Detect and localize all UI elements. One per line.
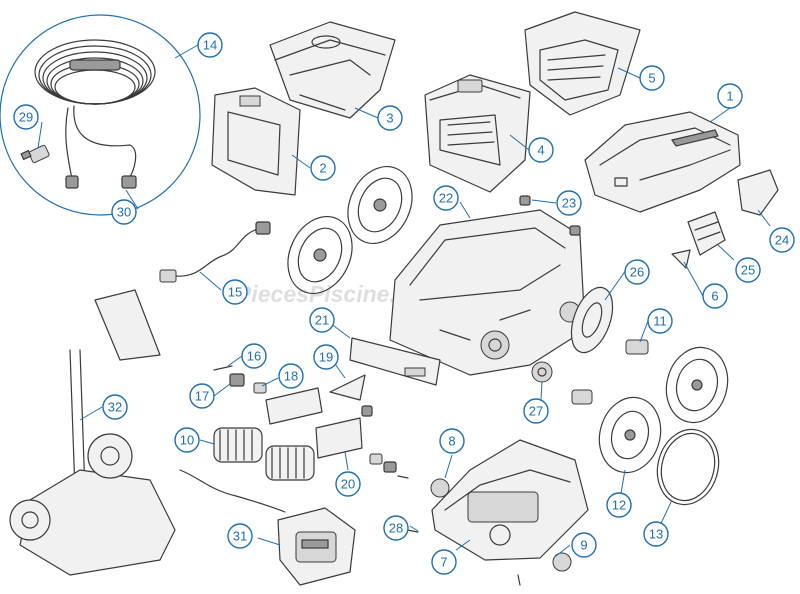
svg-text:8: 8: [448, 434, 455, 449]
svg-text:29: 29: [19, 110, 33, 125]
callout-25: 25: [735, 257, 761, 283]
svg-text:13: 13: [649, 527, 663, 542]
callout-32: 32: [102, 394, 128, 420]
filter-basket-illustration: [269, 21, 396, 119]
watermark-text: PiecesPiscine.fr: [236, 281, 413, 307]
callout-1: 1: [717, 83, 743, 109]
callout-15: 15: [222, 279, 248, 305]
latch-illustration: [519, 195, 581, 236]
callout-2: 2: [310, 155, 336, 181]
svg-text:31: 31: [233, 529, 247, 544]
callout-12: 12: [606, 492, 632, 518]
svg-text:18: 18: [284, 369, 298, 384]
callout-30: 30: [111, 199, 137, 225]
callout-28: 28: [383, 515, 409, 541]
wheel-a: [287, 215, 353, 295]
chassis-illustration: [389, 209, 586, 376]
svg-text:24: 24: [775, 233, 789, 248]
svg-text:15: 15: [228, 285, 242, 300]
callout-20: 20: [335, 471, 361, 497]
callout-5: 5: [639, 65, 665, 91]
svg-text:16: 16: [247, 349, 261, 364]
svg-text:20: 20: [341, 477, 355, 492]
svg-text:28: 28: [389, 521, 403, 536]
svg-text:19: 19: [319, 350, 333, 365]
callout-9: 9: [571, 532, 597, 558]
callouts: 1 2 3 4 5 6 7 8 9 10 11 12 13 14 15 16 1…: [13, 32, 795, 575]
svg-text:12: 12: [612, 498, 626, 513]
cable-inset: [0, 14, 201, 216]
brush-assembly-illustration: [213, 365, 409, 481]
control-box-illustration: [179, 469, 356, 586]
callout-17: 17: [189, 383, 215, 409]
svg-text:25: 25: [741, 263, 755, 278]
handle-illustration: [671, 169, 779, 269]
right-wheels-illustration: [571, 346, 729, 506]
callout-8: 8: [439, 428, 465, 454]
gear-pinion-illustration: [531, 361, 553, 383]
wheel-b: [347, 165, 413, 245]
svg-text:32: 32: [108, 400, 122, 415]
callout-4: 4: [528, 137, 554, 163]
callout-3: 3: [377, 105, 403, 131]
callout-22: 22: [433, 185, 459, 211]
svg-text:23: 23: [562, 196, 576, 211]
callout-11: 11: [647, 308, 673, 334]
caddy-trolley-illustration: [9, 289, 176, 576]
callout-26: 26: [624, 259, 650, 285]
front-bumper-illustration: [349, 337, 441, 386]
callout-19: 19: [313, 344, 339, 370]
svg-text:11: 11: [653, 314, 667, 329]
svg-text:17: 17: [195, 389, 209, 404]
svg-text:21: 21: [315, 313, 329, 328]
callout-16: 16: [241, 343, 267, 369]
filter-canister-illustration: [424, 74, 531, 193]
side-flange-illustration: [570, 286, 649, 355]
callout-18: 18: [278, 363, 304, 389]
callout-24: 24: [769, 227, 795, 253]
callout-6: 6: [702, 283, 728, 309]
callout-27: 27: [523, 398, 549, 424]
svg-text:6: 6: [711, 289, 718, 304]
svg-text:5: 5: [648, 71, 655, 86]
coiled-cable-illustration: [34, 39, 156, 189]
callout-10: 10: [174, 427, 200, 453]
svg-text:4: 4: [537, 143, 544, 158]
svg-text:26: 26: [630, 265, 644, 280]
svg-text:10: 10: [180, 433, 194, 448]
motor-block-illustration: [406, 439, 589, 586]
callout-leaders: [37, 44, 771, 557]
fine-filter-illustration: [524, 11, 641, 116]
svg-text:7: 7: [440, 555, 447, 570]
filter-panel-illustration: [211, 87, 301, 196]
svg-text:1: 1: [726, 89, 733, 104]
top-cover-illustration: [584, 111, 741, 213]
callout-23: 23: [556, 190, 582, 216]
svg-text:30: 30: [117, 205, 131, 220]
callout-21: 21: [309, 307, 335, 333]
svg-text:14: 14: [203, 38, 217, 53]
large-wheels-illustration: [287, 165, 413, 295]
watermark: PiecesPiscine.fr: [236, 281, 413, 307]
svg-text:22: 22: [439, 191, 453, 206]
svg-text:2: 2: [319, 161, 326, 176]
svg-text:27: 27: [529, 404, 543, 419]
svg-text:3: 3: [386, 111, 393, 126]
svg-text:9: 9: [580, 538, 587, 553]
swivel-illustration: [20, 144, 50, 164]
callout-31: 31: [227, 523, 253, 549]
callout-13: 13: [643, 521, 669, 547]
internal-cable-illustration: [159, 221, 271, 283]
callout-14: 14: [197, 32, 223, 58]
callout-29: 29: [13, 104, 39, 130]
callout-7: 7: [431, 549, 457, 575]
